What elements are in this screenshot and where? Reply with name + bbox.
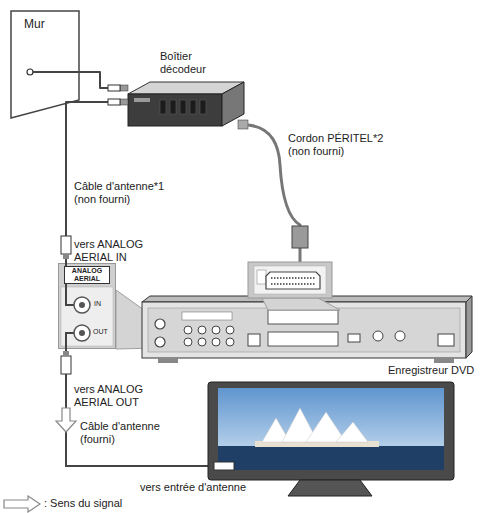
legend-sample [0,495,44,513]
rca-jack [184,326,192,334]
port-label: OUT [93,328,108,336]
decoder-scart [238,120,248,129]
dvd-recorder: Enregistreur DVD [138,296,476,380]
aerial-jack [74,325,90,341]
cable-plugs [61,85,308,470]
dvd-top [142,296,472,302]
dvd-foot [158,358,178,363]
wall-art [10,10,80,120]
cable-connector [80,72,120,88]
aerial-jack [155,319,165,329]
decoder-side [222,82,244,126]
dvd-label-plate [182,312,232,320]
decoder-button [170,100,176,114]
port-note: vers ANALOG AERIAL OUT [74,383,164,409]
rca-jack [226,338,234,346]
port-label: IN [94,300,101,308]
decoder-button [180,100,186,114]
cable-label: Câble d'antenne*1 (non fourni) [74,180,174,206]
wall-outline [11,11,79,118]
device-name: Enregistreur DVD [388,364,488,377]
aerial-jack [74,297,90,313]
set-top-box: Boîtier décodeur [120,50,248,138]
legend-arrow [4,496,40,512]
decoder-connector [120,99,128,105]
rca-jack [212,326,220,334]
decoder-button [160,100,166,114]
aerial-jack-pin [79,302,85,308]
dvd-side [466,296,472,358]
signal-direction-arrow [56,408,76,432]
rca-jack [226,326,234,334]
aerial-jack-pin [79,330,85,336]
decoder-button [190,100,196,114]
decoder-logo [134,98,150,102]
legend-text: : Sens du signal [44,497,244,510]
aerial-jack [155,337,165,347]
device-name: Boîtier décodeur [160,50,224,76]
rca-jack [198,338,206,346]
wall-cable [33,71,80,73]
dvd-back [142,302,466,358]
cable-note: Câble d'antenne (fourni) [80,420,162,446]
panel-cable [66,333,74,349]
decoder-button [200,100,206,114]
decoder-front [128,94,222,126]
television [208,382,454,496]
dvd-panel [148,308,460,352]
aerial-panel-zoom: ANALOG AERIAL IN OUT [58,263,116,349]
rca-jack [198,326,206,334]
rca-jack [184,338,192,346]
dvd-foot [434,358,454,363]
scart-socket [268,310,338,324]
panel-frame [59,264,116,349]
panel-title: ANALOG AERIAL [64,266,110,284]
rca-jack [212,338,220,346]
power-socket [438,334,454,346]
s-video-jack [248,334,260,346]
dvd-connector [373,331,383,341]
cable-label: Cordon PÉRITEL*2 (non fourni) [288,132,406,158]
tv-cable [66,349,214,466]
dvd-connector [348,334,360,342]
panel-face [61,287,113,346]
port-note: vers entrée d'antenne [140,481,265,494]
decoder-connector [120,85,128,91]
wall-socket [27,69,33,75]
dvd-connector [395,331,405,341]
port-note: vers ANALOG AERIAL IN [74,238,160,264]
wall-label: Mur [24,18,64,31]
scart-socket [268,332,338,346]
wall: Mur [10,10,80,120]
